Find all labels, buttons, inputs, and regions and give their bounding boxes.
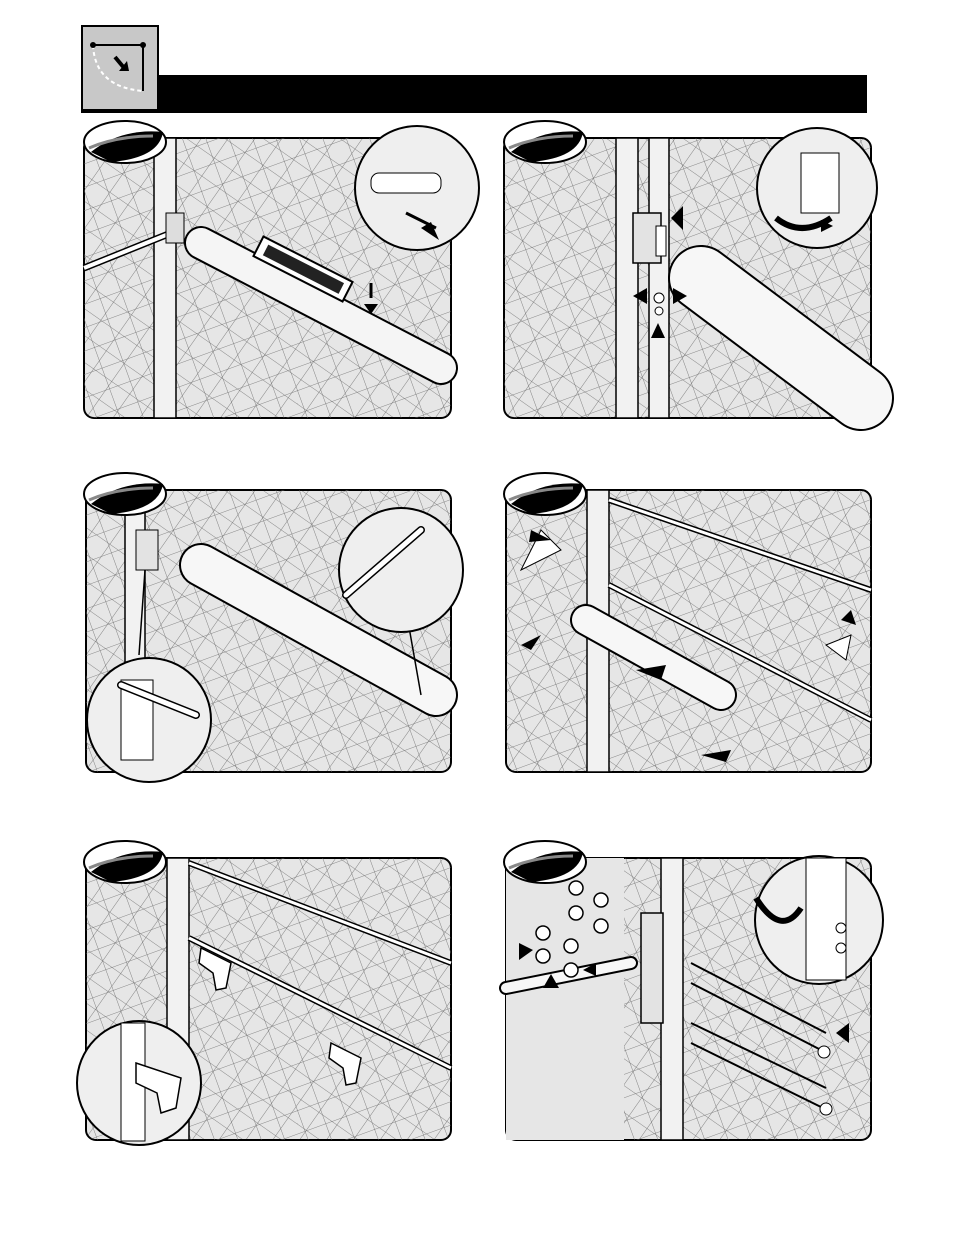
step-2-panel bbox=[501, 118, 873, 420]
step-1-panel bbox=[81, 118, 453, 420]
step-4-panel bbox=[501, 470, 873, 775]
step-badge bbox=[501, 118, 589, 166]
step-3-panel bbox=[81, 470, 453, 775]
step-badge bbox=[81, 838, 169, 886]
header-underline bbox=[81, 111, 867, 113]
step-badge bbox=[501, 470, 589, 518]
step-6-panel bbox=[501, 838, 881, 1143]
step-badge bbox=[81, 118, 169, 166]
gate-swing-icon bbox=[81, 25, 159, 111]
step-5-panel bbox=[81, 838, 453, 1148]
step-badge bbox=[501, 838, 589, 886]
step-badge bbox=[81, 470, 169, 518]
header-bar bbox=[159, 75, 867, 113]
